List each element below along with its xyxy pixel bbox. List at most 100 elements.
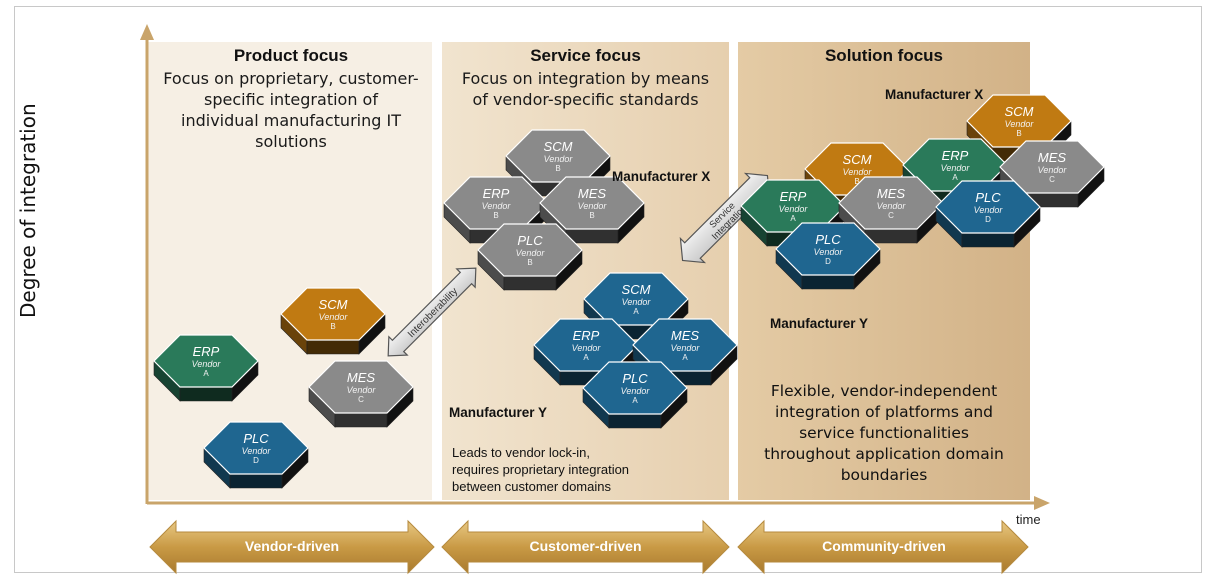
- hex-vendor-id: B: [527, 258, 532, 267]
- hex-vendor-label: Vendor: [1005, 119, 1035, 129]
- hex-vendor-id: A: [633, 307, 639, 316]
- phase-desc-line: Flexible, vendor-independent: [770, 382, 998, 400]
- hex-vendor-id: A: [952, 173, 958, 182]
- hex-vendor-label: Vendor: [671, 343, 701, 353]
- x-axis: [147, 496, 1050, 510]
- driver-arrows: [149, 519, 1029, 575]
- hex-vendor-id: D: [825, 257, 831, 266]
- hex-module-label: PLC: [517, 233, 543, 248]
- note-line: requires proprietary integration: [452, 462, 630, 477]
- lock-in-note: Leads to vendor lock-in, requires propri…: [452, 444, 732, 495]
- hex-module-label: SCM: [544, 139, 573, 154]
- hex-vendor-id: C: [358, 395, 364, 404]
- hex-vendor-label: Vendor: [779, 204, 809, 214]
- hex-vendor-label: Vendor: [843, 167, 873, 177]
- hex-vendor-id: A: [682, 353, 688, 362]
- y-axis-label: Degree of integration: [16, 103, 40, 318]
- hex-vendor-id: B: [330, 322, 335, 331]
- hex-vendor-label: Vendor: [814, 247, 844, 257]
- phase-desc-line: boundaries: [840, 466, 928, 484]
- hex-vendor-label: Vendor: [572, 343, 602, 353]
- driver-label-customer: Customer-driven: [529, 538, 642, 554]
- hex-vendor-label: Vendor: [578, 201, 608, 211]
- hex-module-label: SCM: [1005, 104, 1034, 119]
- hex-vendor-id: A: [203, 369, 209, 378]
- note-line: Leads to vendor lock-in,: [452, 445, 591, 460]
- hex-vendor-label: Vendor: [192, 359, 222, 369]
- hex-module-label: ERP: [942, 148, 969, 163]
- hex-vendor-label: Vendor: [877, 201, 907, 211]
- phase-desc-line: of vendor-specific standards: [472, 90, 699, 109]
- hex-vendor-id: B: [589, 211, 594, 220]
- x-axis-label: time: [1016, 512, 1041, 527]
- hex-module-label: SCM: [843, 152, 872, 167]
- phase-desc-line: integration of platforms and: [775, 403, 993, 421]
- manufacturer-x-solution: Manufacturer X: [885, 87, 984, 102]
- hex-vendor-label: Vendor: [482, 201, 512, 211]
- hex-module-label: MES: [1038, 150, 1067, 165]
- y-axis: [140, 24, 154, 504]
- driver-arrow: [737, 519, 1029, 575]
- figure-frame: [14, 6, 1202, 573]
- hex-vendor-id: C: [1049, 175, 1055, 184]
- hex-module-label: SCM: [622, 282, 651, 297]
- hex-vendor-id: B: [555, 164, 560, 173]
- manufacturer-y-solution: Manufacturer Y: [770, 316, 869, 331]
- phase-desc-line: individual manufacturing IT: [181, 111, 401, 130]
- hex-vendor-id: A: [583, 353, 589, 362]
- phase-desc-product: Focus on proprietary, customer- specific…: [150, 68, 432, 152]
- phase-desc-solution: Flexible, vendor-independent integration…: [738, 381, 1030, 486]
- hex-module-label: MES: [877, 186, 906, 201]
- hex-vendor-label: Vendor: [622, 297, 652, 307]
- hex-module-label: ERP: [573, 328, 600, 343]
- hex-module-label: MES: [347, 370, 376, 385]
- hex-vendor-id: C: [888, 211, 894, 220]
- hex-module-label: ERP: [483, 186, 510, 201]
- hex-vendor-label: Vendor: [974, 205, 1004, 215]
- hex-vendor-id: A: [790, 214, 796, 223]
- driver-arrow: [441, 519, 730, 575]
- phase-desc-line: solutions: [255, 132, 327, 151]
- hex-vendor-label: Vendor: [941, 163, 971, 173]
- hex-vendor-label: Vendor: [516, 248, 546, 258]
- hex-module-label: PLC: [622, 371, 648, 386]
- hex-module-label: PLC: [815, 232, 841, 247]
- driver-label-community: Community-driven: [822, 538, 946, 554]
- phase-desc-line: Focus on proprietary, customer-: [163, 69, 419, 88]
- hex-vendor-id: D: [985, 215, 991, 224]
- phase-desc-service: Focus on integration by means of vendor-…: [442, 68, 729, 110]
- hex-module-label: MES: [671, 328, 700, 343]
- phase-title-service: Service focus: [530, 46, 641, 65]
- hex-vendor-label: Vendor: [242, 446, 272, 456]
- driver-arrow: [149, 519, 435, 575]
- manufacturer-x-service: Manufacturer X: [612, 169, 711, 184]
- phase-desc-line: specific integration of: [204, 90, 378, 109]
- hex-vendor-label: Vendor: [544, 154, 574, 164]
- phase-title-product: Product focus: [233, 46, 349, 65]
- phase-desc-line: service functionalities: [799, 424, 969, 442]
- hex-vendor-label: Vendor: [319, 312, 349, 322]
- hex-module-label: ERP: [193, 344, 220, 359]
- note-line: between customer domains: [452, 479, 611, 494]
- manufacturer-y-service: Manufacturer Y: [449, 405, 548, 420]
- hex-vendor-id: B: [854, 177, 859, 186]
- hex-vendor-id: D: [253, 456, 259, 465]
- hex-vendor-id: B: [493, 211, 498, 220]
- hex-module-label: PLC: [243, 431, 269, 446]
- hex-vendor-label: Vendor: [1038, 165, 1068, 175]
- hex-module-label: SCM: [319, 297, 348, 312]
